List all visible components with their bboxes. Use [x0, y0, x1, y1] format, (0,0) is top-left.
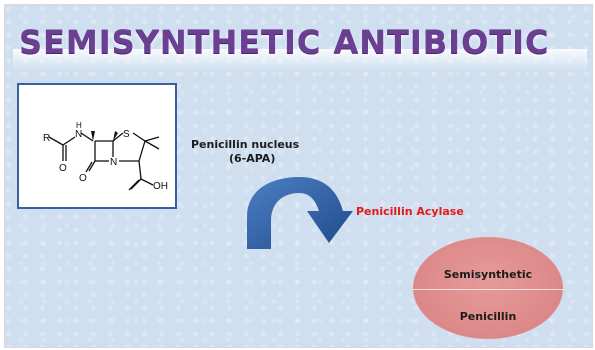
amide-oxygen-label: O	[59, 163, 67, 174]
hydroxyl-label: OH	[153, 181, 168, 192]
penicillin-structure-diagram: R N H S N O O OH	[43, 121, 168, 192]
title-highlight-band	[13, 49, 587, 71]
penicillin-structure-box: R N H S N O O OH	[17, 83, 177, 209]
semisynthetic-penicillin-oval: Semisynthetic Penicillin	[413, 237, 563, 339]
lactam-oxygen-label: O	[79, 173, 87, 184]
h-label: H	[76, 121, 82, 130]
slide-title: SEMISYNTHETIC ANTIBIOTIC	[19, 23, 550, 61]
nucleus-line1: Penicillin nucleus	[191, 138, 300, 151]
nh-label: N	[75, 129, 82, 140]
product-line1: Semisynthetic	[443, 268, 533, 281]
r-group-label: R	[43, 133, 50, 144]
sulfur-label: S	[123, 129, 130, 140]
penicillin-nucleus-label: Penicillin nucleus (6-APA)	[191, 138, 341, 166]
enzyme-label: Penicillin Acylase	[356, 205, 464, 218]
product-line2: Penicillin	[459, 310, 517, 323]
slide: SEMISYNTHETIC ANTIBIOTIC	[4, 4, 593, 348]
curved-arrow-icon	[247, 177, 353, 249]
ring-nitrogen-label: N	[110, 157, 117, 168]
nucleus-line2: (6-APA)	[229, 152, 276, 165]
product-divider	[413, 289, 563, 290]
